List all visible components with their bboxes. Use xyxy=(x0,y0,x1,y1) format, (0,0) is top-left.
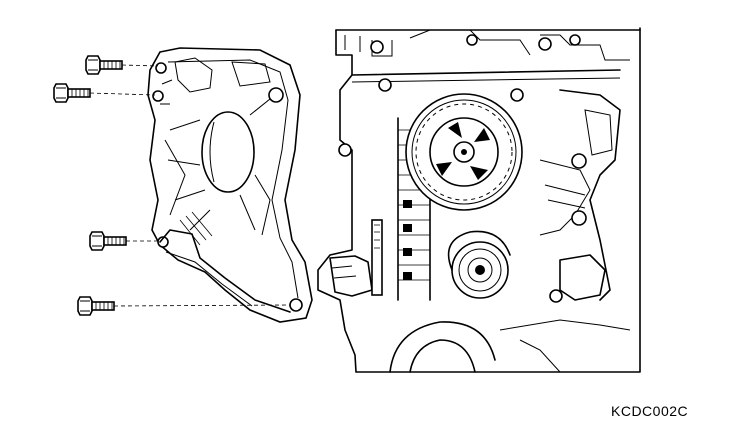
camshaft-sprocket xyxy=(405,93,523,211)
timing-belt-cover xyxy=(147,47,313,323)
figure-code-label: KCDC002C xyxy=(611,403,689,419)
bolt-3 xyxy=(89,231,160,251)
bolt-4 xyxy=(77,296,291,316)
bolt-2 xyxy=(53,83,156,103)
tensioner-pulley xyxy=(447,230,511,299)
bolt-1 xyxy=(85,55,159,75)
engine-block xyxy=(317,27,641,373)
